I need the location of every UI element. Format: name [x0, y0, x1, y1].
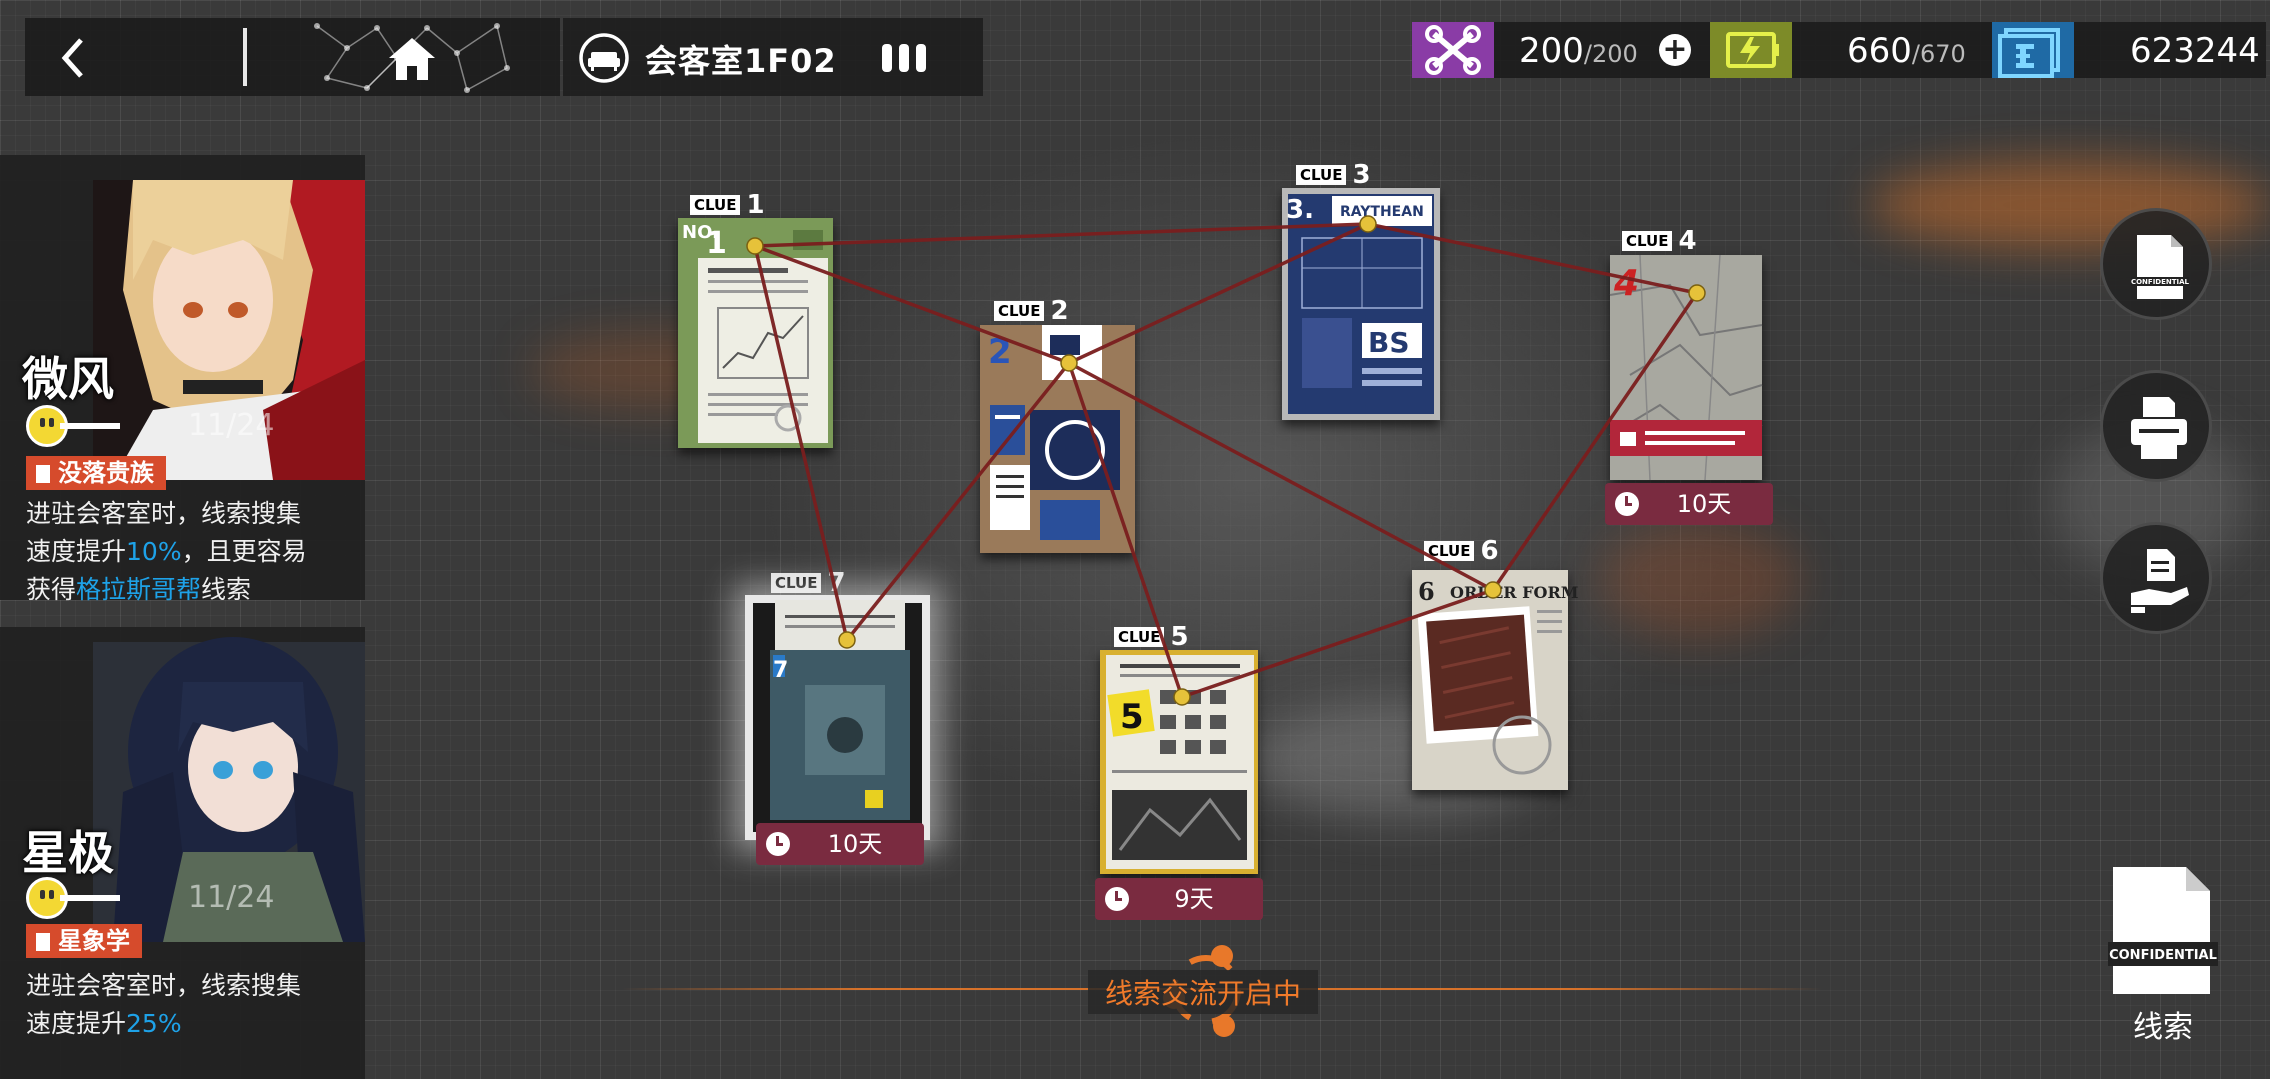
- sanity-count: 660/670: [1847, 31, 1966, 71]
- clue-menu-button[interactable]: CONFIDENTIAL 线索: [2108, 862, 2218, 1045]
- confidential-doc-icon: CONFIDENTIAL: [2131, 235, 2190, 299]
- skill-tag: 没落贵族: [26, 456, 166, 490]
- svg-text:6: 6: [1418, 577, 1435, 606]
- lmd-count: 623244: [2130, 31, 2260, 71]
- nav-bar: [25, 18, 560, 96]
- printer-button[interactable]: [2100, 370, 2212, 482]
- clue-card-5[interactable]: 5: [1100, 650, 1258, 874]
- back-button[interactable]: [25, 18, 245, 96]
- svg-text:ORDER FORM: ORDER FORM: [1450, 583, 1578, 602]
- drone-count: 200/200: [1519, 31, 1638, 71]
- clue-timer: 9天: [1095, 878, 1263, 920]
- give-clue-button[interactable]: [2100, 522, 2212, 634]
- clue-timer: 10天: [1605, 483, 1773, 525]
- svg-text:5: 5: [1120, 697, 1144, 737]
- clue-card-2[interactable]: 2: [980, 325, 1135, 553]
- clue-card-6[interactable]: 6 ORDER FORM: [1412, 570, 1578, 790]
- confidential-file-icon: CONFIDENTIAL: [2108, 867, 2218, 994]
- hand-doc-icon: [2131, 549, 2189, 613]
- skill-description: 进驻会客室时，线索搜集 速度提升10%，且更容易 获得格拉斯哥帮线索: [26, 499, 307, 604]
- power-level-icon: [882, 44, 926, 72]
- resource-bar: 200/200 + 660/670 623244: [1412, 22, 2266, 78]
- sofa-icon: [579, 33, 629, 83]
- bg-glow: [1870, 160, 2270, 250]
- operator-card[interactable]: 星极 11/24 星象学 进驻会客室时，线索搜集 速度提升25%: [0, 627, 365, 1079]
- mood-value: 11/24: [188, 880, 275, 915]
- back-arrow-icon: [61, 38, 83, 78]
- bg-glow: [1600, 520, 1800, 640]
- clue-menu-label: 线索: [2133, 1010, 2193, 1045]
- clue-card-4[interactable]: 4: [1609, 254, 1763, 481]
- svg-text:NO.: NO.: [682, 222, 719, 243]
- room-title: 会客室1F02: [645, 42, 837, 80]
- operator-portrait: [93, 637, 365, 942]
- clock-icon: [766, 832, 790, 856]
- svg-text:CONFIDENTIAL: CONFIDENTIAL: [2131, 278, 2190, 286]
- mood-bar: [60, 895, 120, 901]
- home-icon: [314, 23, 510, 93]
- clue-timer: 10天: [756, 823, 924, 865]
- room-header: 会客室1F02: [563, 18, 983, 96]
- svg-text:3.: 3.: [1286, 195, 1314, 225]
- home-button[interactable]: [307, 18, 522, 96]
- svg-text:7: 7: [773, 658, 788, 683]
- svg-text:1: 1: [706, 226, 727, 261]
- operator-name: 微风: [22, 352, 114, 406]
- svg-text:BS: BS: [1368, 326, 1410, 359]
- svg-text:RAYTHEAN: RAYTHEAN: [1340, 204, 1424, 220]
- svg-text:4: 4: [1613, 263, 1639, 304]
- clock-icon: [1105, 887, 1129, 911]
- skill-tag: 星象学: [26, 924, 142, 958]
- sanity-icon: [1710, 22, 1792, 78]
- svg-text:CONFIDENTIAL: CONFIDENTIAL: [2109, 948, 2217, 963]
- add-drone-button[interactable]: +: [1659, 34, 1691, 66]
- divider: [243, 28, 247, 86]
- clue-card-1[interactable]: NO. 1: [678, 218, 833, 448]
- lmd-icon: [1992, 22, 2074, 78]
- operator-card[interactable]: 微风 11/24 没落贵族 进驻会客室时，线索搜集 速度提升10%，且更容易 获…: [0, 155, 365, 604]
- document-icon: [36, 465, 50, 483]
- mood-bar: [60, 423, 120, 429]
- document-icon: [36, 933, 50, 951]
- drone-icon: [1412, 22, 1494, 78]
- skill-description: 进驻会客室时，线索搜集 速度提升25%: [26, 971, 302, 1038]
- svg-text:2: 2: [988, 332, 1012, 372]
- operator-portrait: [93, 180, 365, 480]
- confidential-doc-button[interactable]: CONFIDENTIAL: [2100, 208, 2212, 320]
- mood-value: 11/24: [188, 408, 275, 443]
- operator-name: 星极: [22, 826, 114, 880]
- printer-icon: [2131, 397, 2187, 459]
- clue-card-3[interactable]: RAYTHEAN 3. BS: [1282, 188, 1440, 420]
- exchange-status-text: 线索交流开启中: [1088, 970, 1318, 1014]
- clue-card-7[interactable]: 7: [745, 595, 930, 840]
